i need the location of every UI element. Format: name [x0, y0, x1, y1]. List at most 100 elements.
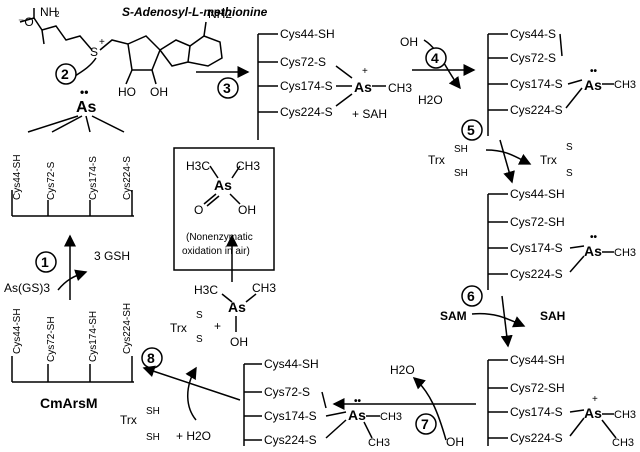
svg-text:Cys44-SH: Cys44-SH [12, 308, 23, 354]
asgs3-label: As(GS)3 [4, 281, 50, 295]
svg-text:Cys174-S: Cys174-S [280, 79, 333, 93]
svg-text:H2O: H2O [390, 363, 415, 377]
step-6-badge: 6 [461, 285, 483, 307]
svg-text:As: As [214, 177, 232, 193]
svg-text:S: S [566, 168, 573, 179]
svg-text:CH3: CH3 [388, 81, 412, 95]
svg-text:2: 2 [61, 66, 69, 82]
svg-text:CH3: CH3 [614, 247, 636, 259]
step-5-badge: 5 [461, 119, 483, 141]
svg-text:1: 1 [41, 254, 49, 270]
svg-text:NH: NH [40, 5, 57, 19]
svg-text:7: 7 [421, 416, 429, 432]
svg-text:SAM: SAM [440, 309, 467, 323]
svg-text:+ H2O: + H2O [176, 429, 211, 443]
svg-text:Cys44-SH: Cys44-SH [280, 27, 335, 41]
svg-text:Cys44-SH: Cys44-SH [12, 154, 23, 200]
svg-text:+: + [99, 37, 105, 48]
svg-text:SH: SH [454, 144, 468, 155]
svg-text:As: As [584, 405, 602, 421]
sam-title: S-Adenosyl-L-methionine [122, 5, 268, 19]
arsenic-center-1: As [76, 99, 97, 116]
svg-text:Cys174-S: Cys174-S [510, 77, 563, 91]
svg-text:CH3: CH3 [252, 281, 276, 295]
protein-backbone-4 [487, 33, 583, 136]
protein-backbone-7 [243, 363, 373, 446]
svg-text:Cys174-S: Cys174-S [510, 405, 563, 419]
svg-text:As: As [228, 299, 246, 315]
sam-molecule [19, 8, 223, 85]
svg-text:Cys72-SH: Cys72-SH [46, 316, 57, 362]
svg-text:SH: SH [454, 168, 468, 179]
svg-text:⁻O: ⁻O [18, 15, 34, 29]
svg-text:+: + [362, 66, 368, 77]
svg-text:As: As [584, 77, 602, 93]
svg-text:CH3: CH3 [236, 159, 260, 173]
svg-text:••: •• [590, 66, 598, 77]
svg-text:Cys44-SH: Cys44-SH [264, 357, 319, 371]
step-7-badge: 7 [415, 413, 437, 435]
svg-text:5: 5 [467, 122, 475, 138]
svg-text:As: As [354, 79, 372, 95]
svg-text:S: S [566, 142, 573, 153]
svg-text:Cys224-S: Cys224-S [280, 105, 333, 119]
svg-text:H3C: H3C [194, 283, 218, 297]
enzyme-label: CmArsM [40, 395, 98, 411]
svg-text:Cys224-S: Cys224-S [264, 433, 317, 447]
dmas-product [221, 293, 257, 332]
svg-text:Cys72-SH: Cys72-SH [510, 215, 565, 229]
svg-text:S: S [196, 334, 203, 345]
svg-text:CH3: CH3 [614, 409, 636, 421]
svg-text:H3C: H3C [186, 159, 210, 173]
svg-text:6: 6 [467, 288, 475, 304]
step-4-badge: 4 [425, 47, 447, 69]
svg-text:Cys44-SH: Cys44-SH [510, 353, 565, 367]
svg-text:Cys72-SH: Cys72-SH [510, 381, 565, 395]
protein-backbone-1 [11, 115, 134, 217]
protein-backbone-3 [257, 33, 353, 140]
svg-text:O: O [194, 203, 203, 217]
svg-text:+: + [214, 319, 221, 333]
svg-text:Trx: Trx [120, 413, 137, 427]
svg-text:Cys72-S: Cys72-S [510, 51, 556, 65]
svg-text:Cys44-SH: Cys44-SH [510, 187, 565, 201]
step-8-badge: 8 [141, 347, 163, 369]
svg-text:••: •• [354, 396, 362, 407]
svg-text:Trx: Trx [170, 321, 187, 335]
svg-text:NH2: NH2 [208, 7, 232, 21]
svg-text:Cys72-S: Cys72-S [46, 161, 57, 200]
step-3-badge: 3 [217, 77, 239, 99]
svg-text:8: 8 [147, 350, 155, 366]
svg-text:OH: OH [230, 335, 248, 349]
svg-text:Cys224-S: Cys224-S [510, 267, 563, 281]
svg-text:+ SAH: + SAH [352, 107, 387, 121]
svg-text:SH: SH [146, 432, 160, 443]
svg-text:Cys44-S: Cys44-S [510, 27, 556, 41]
svg-text:SAH: SAH [540, 309, 565, 323]
oxidation-box [173, 147, 275, 271]
svg-text:OH: OH [238, 203, 256, 217]
svg-text:As: As [348, 407, 366, 423]
protein-backbone-6 [487, 359, 617, 446]
svg-text:••: •• [590, 232, 598, 243]
nonenzymatic-note-1: (Nonenzymatic [186, 232, 253, 243]
svg-text:H2O: H2O [418, 93, 443, 107]
svg-text:Cys72-S: Cys72-S [280, 55, 326, 69]
svg-text:CH3: CH3 [614, 79, 636, 91]
svg-text:OH: OH [446, 435, 464, 449]
svg-text:2: 2 [55, 10, 60, 19]
svg-text:As: As [584, 243, 602, 259]
svg-text:S: S [196, 310, 203, 321]
svg-text:SH: SH [146, 406, 160, 417]
svg-text:Cys224-SH: Cys224-SH [122, 303, 133, 354]
step-1-badge: 1 [35, 251, 57, 273]
svg-text:OH: OH [400, 35, 418, 49]
protein-backbone-enzyme [11, 356, 134, 383]
svg-text:Trx: Trx [428, 153, 445, 167]
svg-text:HO: HO [118, 85, 136, 99]
svg-text:Cys174-S: Cys174-S [88, 156, 99, 200]
protein-backbone-5 [487, 193, 585, 290]
svg-text:3: 3 [223, 80, 231, 96]
svg-text:S: S [90, 45, 98, 59]
svg-text:CH3: CH3 [612, 437, 634, 449]
